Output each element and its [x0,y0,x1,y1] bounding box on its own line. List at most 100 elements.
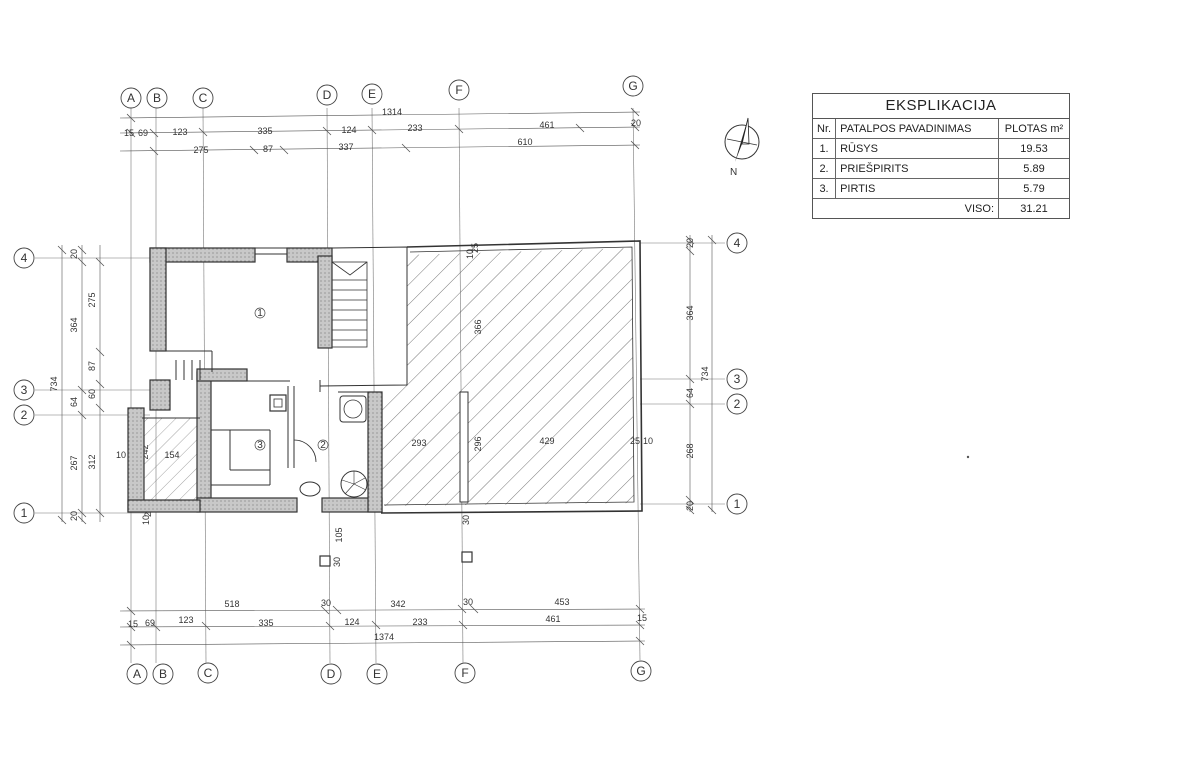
dim-bottom-2: 124 [344,617,359,627]
axis-bottom-A-label: A [133,667,141,681]
wall-left-lower [149,379,171,411]
north-arrow-icon: N [724,117,760,178]
axis-top-D: D [316,84,338,106]
axis-left-4-label: 4 [21,251,28,265]
dim-bottom-2: 15 [637,613,647,623]
dimension-lines [57,107,717,650]
dim-bottom-2: 123 [178,615,193,625]
header-area: PLOTAS m² [998,119,1069,139]
axis-top-B: B [146,87,168,109]
row-nr: 1. [813,138,837,159]
row-name: PRIEŠPIRITS [835,158,999,179]
dim-top-1: 69 [138,128,148,138]
axis-left-4: 4 [13,247,35,269]
wall-stair-left [317,255,333,349]
room-numbers: 1 2 3 [254,307,329,451]
axis-left-1: 1 [13,502,35,524]
header-nr: Nr. [813,119,837,139]
dim-left-inner: 87 [87,361,97,371]
dim-left-mid: 20 [69,511,79,521]
room-number-3: 3 [257,440,263,451]
axis-top-F-label: F [455,83,462,97]
axis-top-G: G [622,75,644,97]
building [127,240,643,567]
axis-left-2-label: 2 [21,408,28,422]
axis-right-2: 2 [726,393,748,415]
axis-top-C-label: C [199,91,208,105]
stove-icon [269,394,287,412]
table-row: 1. RŪSYS 19.53 [813,138,1069,159]
dim-bottom-2: 461 [545,614,560,624]
dim-right-mid: 364 [685,305,695,320]
axis-top-F: F [448,79,470,101]
scan-speck [966,455,970,459]
axis-bottom-B: B [152,663,174,685]
row-nr: 2. [813,158,837,179]
partition-wall [459,391,469,503]
axis-right-4: 4 [726,232,748,254]
axis-bottom-F-label: F [461,666,468,680]
dim-left-inner: 312 [87,454,97,469]
row-area: 5.79 [998,178,1069,199]
dim-top-2: 275 [193,145,208,155]
row-name: PIRTIS [835,178,999,199]
axis-bottom-E: E [366,663,388,685]
axis-top-C: C [192,87,214,109]
total-label: VISO: [813,198,999,218]
axis-top-D-label: D [323,88,332,102]
table-row: 2. PRIEŠPIRITS 5.89 [813,158,1069,179]
axis-top-E: E [361,83,383,105]
dim-bottom-1: 453 [554,597,569,607]
dim-top-1: 20 [631,118,641,128]
dim-left-inner: 60 [87,389,97,399]
row-name: RŪSYS [835,138,999,159]
dim-top-1: 124 [341,125,356,135]
row-nr: 3. [813,178,837,199]
axis-bottom-A: A [126,663,148,685]
north-label: N [730,167,737,178]
door-swing-icon [293,439,317,463]
axis-bottom-D-label: D [327,667,336,681]
dim-left-mid: 64 [69,397,79,407]
table-row: 3. PIRTIS 5.79 [813,178,1069,199]
axis-top-A: A [120,87,142,109]
dim-bottom-2: 69 [145,618,155,628]
dim-left-mid: 267 [69,455,79,470]
dim-interior: 25 [630,436,640,446]
dim-left-outer: 734 [49,376,59,391]
axis-bottom-C: C [197,662,219,684]
dim-bottom-1: 518 [224,599,239,609]
dim-bottom-2: 233 [412,617,427,627]
row-area: 19.53 [998,138,1069,159]
axis-top-E-label: E [368,87,376,101]
wall-room3-top [196,368,248,382]
axis-left-1-label: 1 [21,506,28,520]
dim-top-1: 335 [257,126,272,136]
axis-left-3: 3 [13,379,35,401]
dim-right-mid: 20 [685,238,695,248]
axis-bottom-C-label: C [204,666,213,680]
axis-right-4-label: 4 [734,236,741,250]
header-name: PATALPOS PAVADINIMAS [835,119,999,139]
dim-right-mid: 64 [685,388,695,398]
dim-right-mid: 268 [685,443,695,458]
dim-bottom-2: 15 [128,619,138,629]
explication-grid: Nr. PATALPOS PAVADINIMAS PLOTAS m² 1. RŪ… [813,119,1069,218]
axis-top-B-label: B [153,91,161,105]
column-marker-left [319,555,331,567]
axis-bottom-D: D [320,663,342,685]
dim-right-outer: 734 [700,366,710,381]
total-row: VISO: 31.21 [813,198,1069,218]
dim-top-total: 1314 [382,107,402,117]
dim-interior: 10 [141,515,151,525]
wall-right-lower [367,391,383,513]
washbasin-icon [299,481,321,497]
dim-interior: 30 [332,557,342,567]
wall-room3-left [196,371,212,511]
outer-wall-right [380,240,643,514]
dim-right-mid: 20 [685,501,695,511]
axis-right-1-label: 1 [734,497,741,511]
axis-left-2: 2 [13,404,35,426]
explication-title: EKSPLIKACIJA [813,94,1069,119]
